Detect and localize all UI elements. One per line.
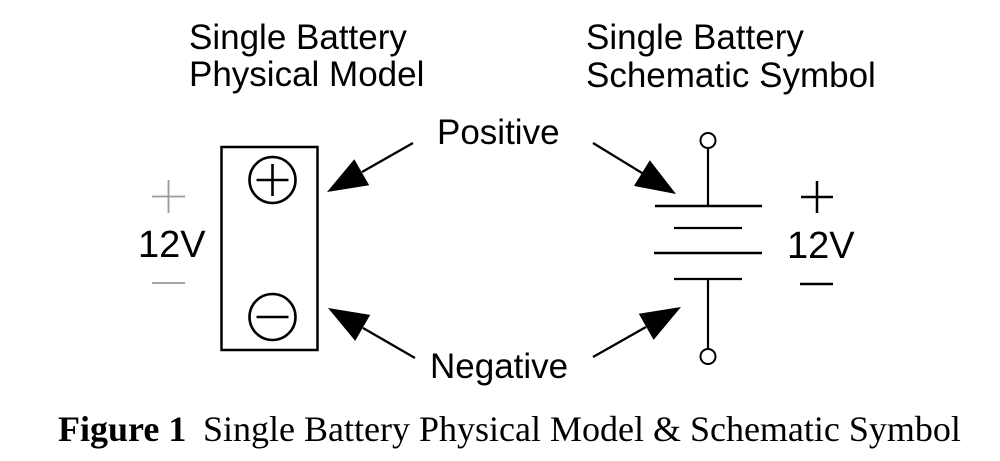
physical-model-title-line2: Physical Model bbox=[189, 55, 424, 94]
arrow-negative-to-physical-icon bbox=[328, 308, 416, 359]
schematic-top-terminal-node bbox=[699, 132, 717, 149]
annotations: Positive Negative bbox=[327, 113, 681, 386]
positive-annotation-label: Positive bbox=[437, 113, 560, 152]
physical-voltage-label: 12V bbox=[138, 224, 206, 266]
positive-terminal-plus-icon bbox=[256, 164, 289, 196]
caption-figure-number: Figure 1 bbox=[58, 409, 186, 449]
arrow-negative-to-schematic-icon bbox=[592, 307, 681, 359]
positive-terminal bbox=[248, 155, 297, 205]
schematic-bottom-terminal-node bbox=[699, 348, 717, 365]
negative-annotation-label: Negative bbox=[430, 347, 568, 386]
arrow-positive-to-schematic-icon bbox=[592, 142, 676, 194]
caption-text: Single Battery Physical Model & Schemati… bbox=[203, 409, 961, 449]
physical-model: Single Battery Physical Model 12V bbox=[138, 18, 424, 352]
physical-model-title-line1: Single Battery bbox=[189, 18, 407, 57]
schematic-symbol: Single Battery Schematic Symbol 12V bbox=[586, 18, 876, 365]
figure-caption: Figure 1 Single Battery Physical Model &… bbox=[58, 409, 961, 449]
schematic-voltage-label: 12V bbox=[787, 225, 855, 267]
schematic-polarity-plus-icon bbox=[801, 181, 833, 213]
physical-polarity-plus-icon bbox=[152, 180, 185, 213]
arrow-positive-to-physical-icon bbox=[327, 142, 414, 192]
schematic-title-line2: Schematic Symbol bbox=[586, 56, 876, 95]
battery-body bbox=[220, 145, 319, 352]
schematic-title-line1: Single Battery bbox=[586, 18, 804, 57]
negative-terminal bbox=[248, 292, 297, 342]
